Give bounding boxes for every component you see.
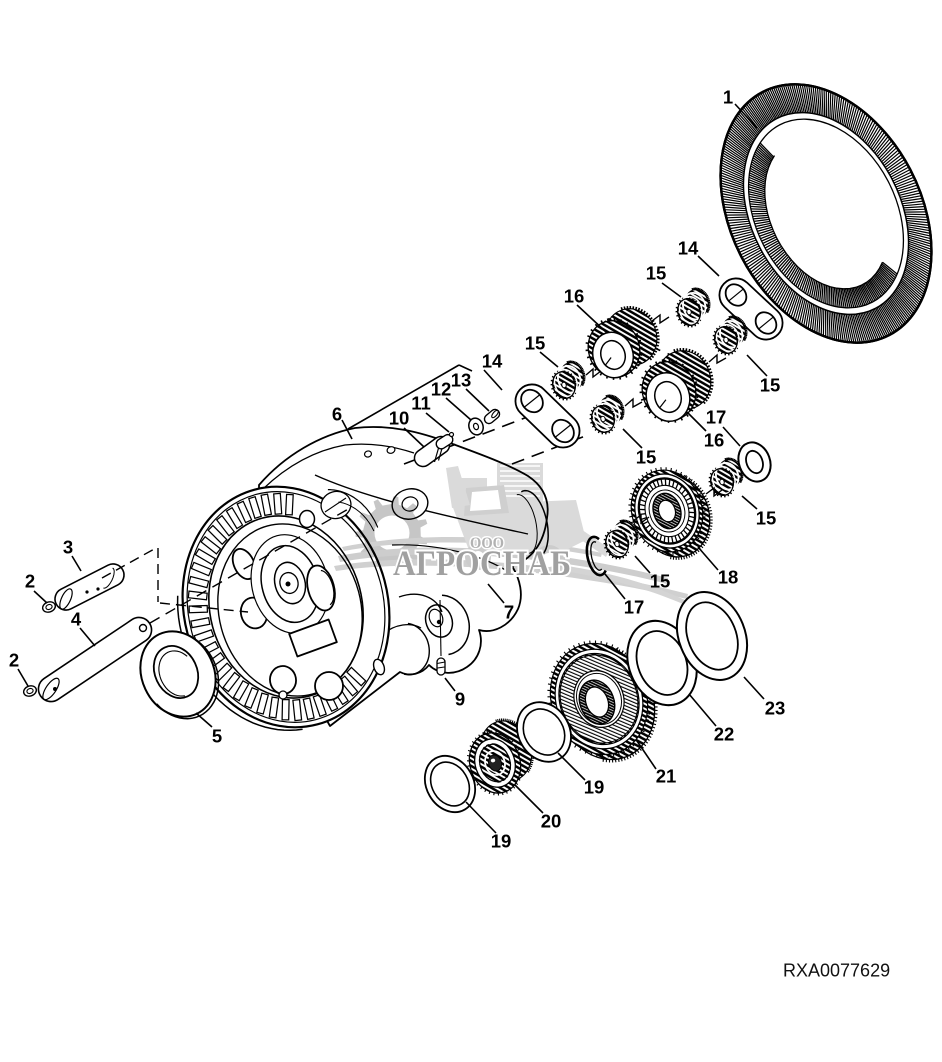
svg-text:АГРОСНАБ: АГРОСНАБ (393, 543, 571, 583)
svg-text:14: 14 (678, 238, 699, 259)
svg-text:4: 4 (71, 609, 82, 630)
svg-text:18: 18 (718, 567, 739, 588)
svg-text:17: 17 (624, 597, 645, 618)
svg-text:16: 16 (704, 430, 725, 451)
svg-text:ООО: ООО (470, 535, 504, 552)
svg-text:15: 15 (760, 375, 781, 396)
svg-text:11: 11 (411, 393, 431, 414)
svg-text:RXA0077629: RXA0077629 (783, 961, 890, 981)
svg-text:19: 19 (584, 777, 605, 798)
svg-text:16: 16 (564, 286, 585, 307)
svg-text:1: 1 (723, 87, 733, 108)
svg-text:2: 2 (25, 571, 35, 592)
svg-text:10: 10 (389, 408, 410, 429)
svg-text:7: 7 (504, 602, 514, 623)
svg-text:6: 6 (332, 404, 342, 425)
svg-text:15: 15 (756, 508, 777, 529)
svg-text:23: 23 (765, 698, 786, 719)
svg-text:2: 2 (9, 650, 19, 671)
svg-text:17: 17 (706, 407, 727, 428)
svg-text:21: 21 (656, 766, 677, 787)
svg-text:22: 22 (714, 724, 735, 745)
svg-text:20: 20 (541, 811, 562, 832)
svg-text:15: 15 (525, 333, 546, 354)
svg-text:15: 15 (636, 447, 657, 468)
svg-text:19: 19 (491, 831, 512, 852)
svg-text:9: 9 (455, 689, 465, 710)
svg-text:3: 3 (63, 537, 73, 558)
svg-text:5: 5 (212, 726, 222, 747)
svg-text:12: 12 (431, 379, 452, 400)
svg-text:15: 15 (646, 263, 667, 284)
svg-text:14: 14 (482, 351, 503, 372)
svg-text:13: 13 (451, 370, 472, 391)
